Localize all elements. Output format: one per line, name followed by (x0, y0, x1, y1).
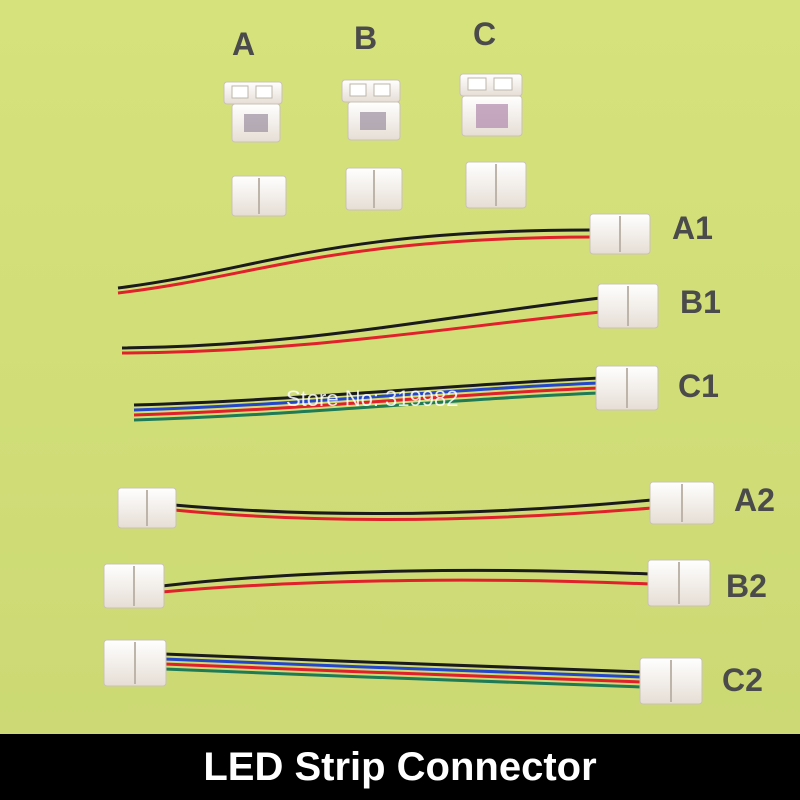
label-b1: B1 (680, 284, 721, 320)
connector-scene (103, 73, 715, 705)
connector-a-clip-open (223, 81, 283, 143)
label-a: A (232, 26, 256, 62)
cable-a1 (117, 213, 651, 295)
label-b: B (354, 20, 378, 56)
store-watermark: Store No: 319982 (286, 386, 459, 411)
cable-c1 (133, 365, 659, 422)
cable-a2 (117, 481, 715, 529)
label-b2: B2 (726, 568, 767, 604)
connector-b-clip-open (341, 79, 401, 141)
cable-c2 (103, 639, 703, 705)
coupler-b (345, 167, 403, 211)
cable-b2 (103, 559, 711, 609)
cable-b1 (121, 283, 659, 355)
connector-c-clip-open (459, 73, 523, 137)
coupler-c (465, 161, 527, 209)
label-c2: C2 (722, 662, 763, 698)
label-a2: A2 (734, 482, 775, 518)
label-a1: A1 (672, 210, 713, 246)
title-banner: LED Strip Connector (0, 734, 800, 800)
label-c1: C1 (678, 368, 719, 404)
banner-title: LED Strip Connector (203, 745, 597, 789)
label-c: C (473, 16, 497, 52)
coupler-a (231, 175, 287, 217)
